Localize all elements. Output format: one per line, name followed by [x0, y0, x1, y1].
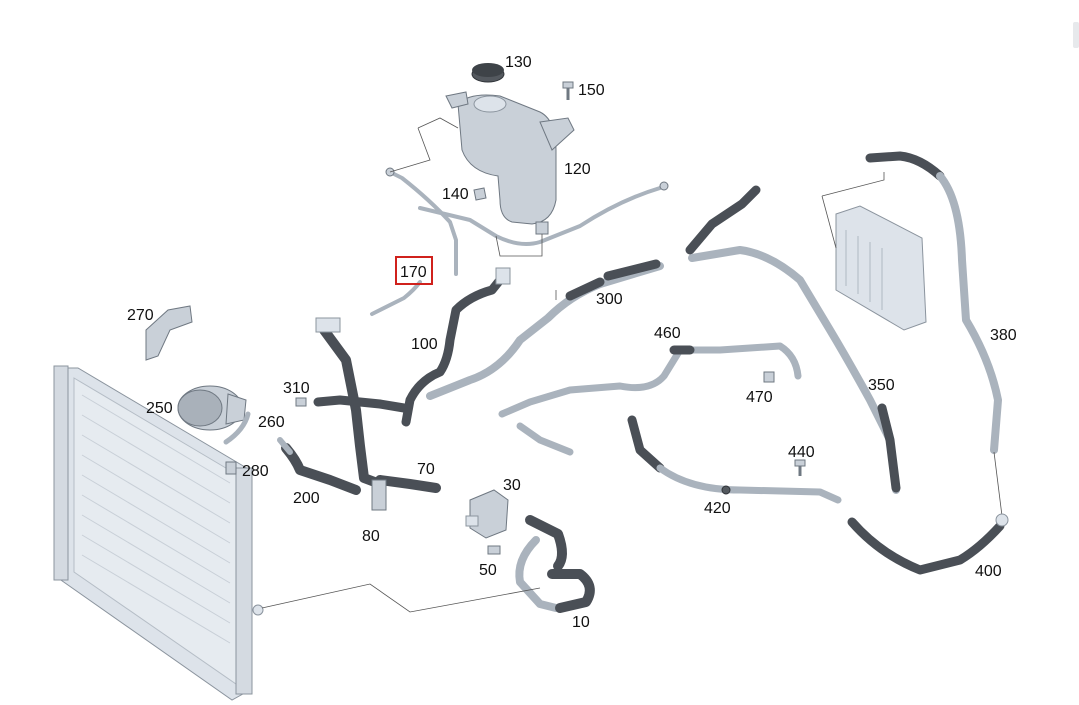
- label-150[interactable]: 150: [578, 82, 605, 99]
- screw-50[interactable]: [487, 545, 501, 555]
- label-460[interactable]: 460: [654, 325, 681, 342]
- pipe-100-fitting: [495, 267, 511, 285]
- label-380[interactable]: 380: [990, 327, 1017, 344]
- label-120[interactable]: 120: [564, 161, 591, 178]
- label-50[interactable]: 50: [479, 562, 497, 579]
- label-420[interactable]: 420: [704, 500, 731, 517]
- label-250[interactable]: 250: [146, 400, 173, 417]
- label-170[interactable]: 170: [400, 264, 427, 281]
- label-470[interactable]: 470: [746, 389, 773, 406]
- tank-cap[interactable]: [471, 63, 505, 83]
- label-300[interactable]: 300: [596, 291, 623, 308]
- label-140[interactable]: 140: [442, 186, 469, 203]
- clip-310[interactable]: [295, 397, 307, 407]
- label-310[interactable]: 310: [283, 380, 310, 397]
- label-270[interactable]: 270: [127, 307, 154, 324]
- clip-470[interactable]: [763, 371, 775, 383]
- label-400[interactable]: 400: [975, 563, 1002, 580]
- screw-280[interactable]: [225, 461, 237, 475]
- label-80[interactable]: 80: [362, 528, 380, 545]
- scrollbar[interactable]: [1073, 22, 1079, 48]
- expansion-tank[interactable]: [445, 91, 575, 235]
- screw-150[interactable]: [562, 81, 574, 100]
- label-10[interactable]: 10: [572, 614, 590, 631]
- clip-140[interactable]: [473, 187, 487, 201]
- label-260[interactable]: 260: [258, 414, 285, 431]
- bracket-270[interactable]: [145, 305, 193, 361]
- highlight-box-170: [395, 256, 433, 285]
- label-30[interactable]: 30: [503, 477, 521, 494]
- label-70[interactable]: 70: [417, 461, 435, 478]
- label-200[interactable]: 200: [293, 490, 320, 507]
- fitting-upper: [315, 317, 341, 333]
- water-pump-250[interactable]: [177, 385, 247, 431]
- bracket-260[interactable]: [223, 411, 251, 445]
- fitting-70: [371, 479, 387, 511]
- valve-30[interactable]: [465, 489, 509, 539]
- label-100[interactable]: 100: [411, 336, 438, 353]
- control-unit[interactable]: [835, 205, 927, 331]
- label-280[interactable]: 280: [242, 463, 269, 480]
- label-350[interactable]: 350: [868, 377, 895, 394]
- radiator[interactable]: [53, 365, 264, 701]
- screw-440[interactable]: [794, 459, 806, 476]
- label-130[interactable]: 130: [505, 54, 532, 71]
- label-440[interactable]: 440: [788, 444, 815, 461]
